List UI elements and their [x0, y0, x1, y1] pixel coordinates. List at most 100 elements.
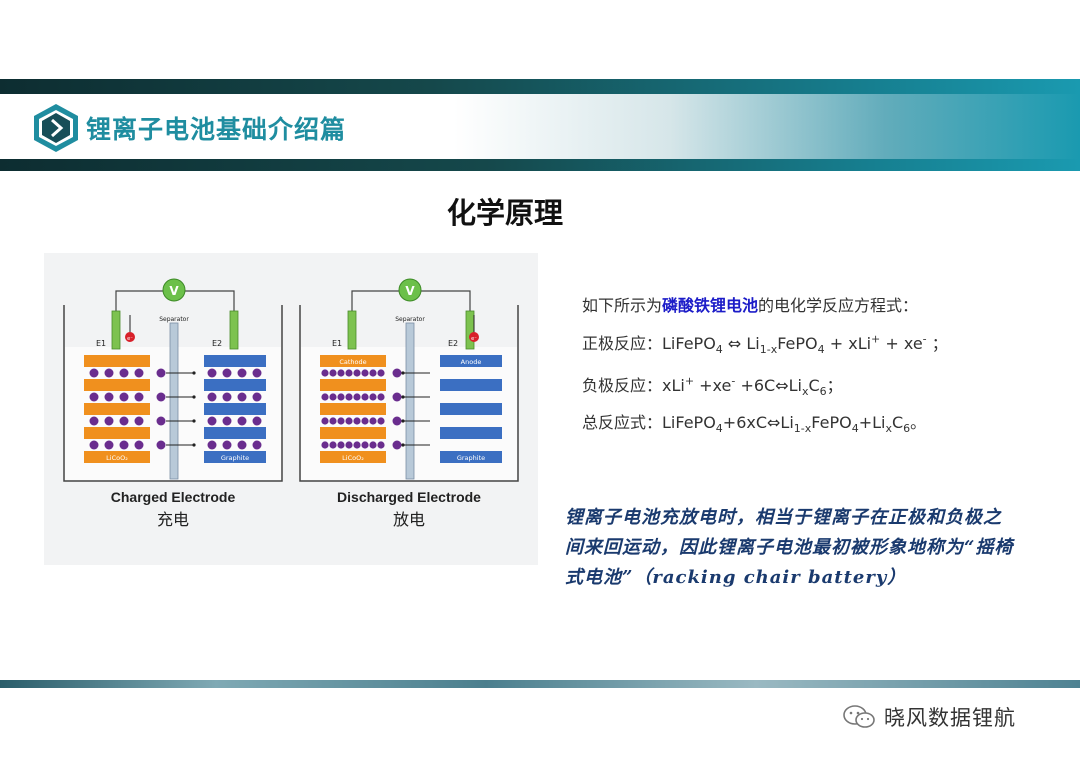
footer-strip — [0, 680, 1080, 688]
discharged-anode-material: Graphite — [457, 454, 485, 462]
charged-li-ion — [252, 416, 262, 426]
charged-li-ion — [89, 368, 99, 378]
discharged-li-ion — [329, 417, 337, 425]
positive-formula: LiFePO4 ⇔ Li1-xFePO4 + xLi+ + xe- ； — [662, 332, 948, 357]
total-label: 总反应式： — [582, 413, 663, 432]
discharged-li-ion-moving — [392, 416, 402, 426]
discharged-wire-left — [351, 290, 399, 311]
charged-li-ion — [252, 392, 262, 402]
discharged-cathode-plate — [320, 379, 386, 391]
charged-terminal-left — [111, 310, 121, 350]
discharged-li-ion — [361, 369, 369, 377]
discharged-li-ion — [321, 369, 329, 377]
discharged-ion-arrowhead — [401, 395, 405, 399]
charged-anode-base — [204, 451, 266, 463]
rocking-chair-note: 锂离子电池充放电时，相当于锂离子在正极和负极之间来回运动，因此锂离子电池最初被形… — [565, 507, 1014, 588]
discharged-cathode-plate — [320, 403, 386, 415]
charged-li-ion — [222, 392, 232, 402]
discharged-wire-right — [421, 290, 471, 311]
discharged-cathode-top-label: Cathode — [339, 358, 366, 366]
discharged-li-ion — [321, 417, 329, 425]
intro-prefix: 如下所示为 — [582, 296, 663, 315]
discharged-li-ion — [329, 441, 337, 449]
charged-anode-plate — [204, 427, 266, 439]
header-band-bottom — [0, 159, 1080, 171]
charged-li-ion — [207, 368, 217, 378]
discharged-terminal-left — [347, 310, 357, 350]
discharged-container — [299, 305, 519, 482]
charged-li-ion — [134, 440, 144, 450]
charged-li-ion — [104, 368, 114, 378]
charged-separator-label: Separator — [159, 316, 189, 323]
discharged-anode-plate — [440, 379, 502, 391]
charged-li-ion — [104, 392, 114, 402]
charged-li-ion-moving — [156, 440, 166, 450]
charged-li-ion — [252, 440, 262, 450]
charged-cathode-plate — [84, 379, 150, 391]
discharged-cathode-plate — [320, 355, 386, 367]
intro-highlight: 磷酸铁锂电池 — [662, 296, 759, 315]
section-title: 化学原理 — [446, 196, 563, 230]
discharged-li-ion — [369, 393, 377, 401]
discharged-li-ion — [345, 393, 353, 401]
discharged-anode-top-label: Anode — [461, 358, 482, 366]
charged-li-ion — [89, 440, 99, 450]
charged-li-ion — [222, 440, 232, 450]
header-band-top — [0, 79, 1080, 94]
charged-li-ion — [134, 416, 144, 426]
charged-cathode-plate — [84, 427, 150, 439]
discharged-li-ion — [353, 417, 361, 425]
discharged-li-ion — [361, 441, 369, 449]
positive-reaction: 正极反应：LiFePO4 ⇔ Li1-xFePO4 + xLi+ + xe- ； — [582, 330, 948, 357]
discharged-li-ion — [377, 417, 385, 425]
charged-electron-label: e⁻ — [127, 336, 133, 342]
charged-li-ion — [134, 392, 144, 402]
discharged-anode-plate — [440, 355, 502, 367]
negative-label: 负极反应： — [582, 376, 663, 395]
discharged-label-e1: E1 — [332, 339, 342, 348]
charged-li-ion — [237, 416, 247, 426]
discharged-li-ion — [321, 441, 329, 449]
discharged-terminal-right — [465, 310, 475, 350]
charged-anode-plate — [204, 379, 266, 391]
charged-li-ion — [237, 368, 247, 378]
discharged-li-ion — [337, 369, 345, 377]
charged-label-e2: E2 — [212, 339, 222, 348]
discharged-anode-plate — [440, 427, 502, 439]
charged-label-e1: E1 — [96, 339, 106, 348]
charged-wire-right — [185, 290, 235, 311]
discharged-li-ion — [369, 441, 377, 449]
charged-caption-zh: 充电 — [157, 510, 189, 529]
discharged-label-e2: E2 — [448, 339, 458, 348]
discharged-cathode-base — [320, 451, 386, 463]
discharged-li-ion — [377, 393, 385, 401]
charged-li-ion — [119, 440, 129, 450]
charged-voltmeter-label: V — [169, 284, 179, 298]
charged-ion-arrowhead — [192, 371, 196, 375]
charged-anode-plate — [204, 403, 266, 415]
equation-intro: 如下所示为磷酸铁锂电池的电化学反应方程式： — [582, 292, 918, 316]
discharged-li-ion — [345, 417, 353, 425]
header-band — [0, 94, 1080, 159]
watermark-text: 晓风数据锂航 — [884, 706, 1016, 730]
charged-li-ion — [207, 416, 217, 426]
charged-cathode-base — [84, 451, 150, 463]
discharged-ion-arrowhead — [401, 419, 405, 423]
charged-li-ion-moving — [156, 416, 166, 426]
discharged-li-ion — [329, 369, 337, 377]
charged-caption-en: Charged Electrode — [111, 489, 236, 505]
total-reaction: 总反应式：LiFePO4+6xC⇔Li1-xFePO4+LixC6。 — [582, 409, 926, 435]
discharged-li-ion — [361, 417, 369, 425]
discharged-ion-arrowhead — [401, 371, 405, 375]
discharged-separator-label: Separator — [395, 316, 425, 323]
chevron-right-icon — [34, 104, 78, 152]
charged-li-ion-moving — [156, 368, 166, 378]
charged-ion-arrowhead — [192, 395, 196, 399]
charged-anode-material: Graphite — [221, 454, 249, 462]
charged-ion-arrowhead — [192, 419, 196, 423]
charged-terminal-right — [229, 310, 239, 350]
discharged-li-ion-moving — [392, 440, 402, 450]
discharged-li-ion — [377, 441, 385, 449]
